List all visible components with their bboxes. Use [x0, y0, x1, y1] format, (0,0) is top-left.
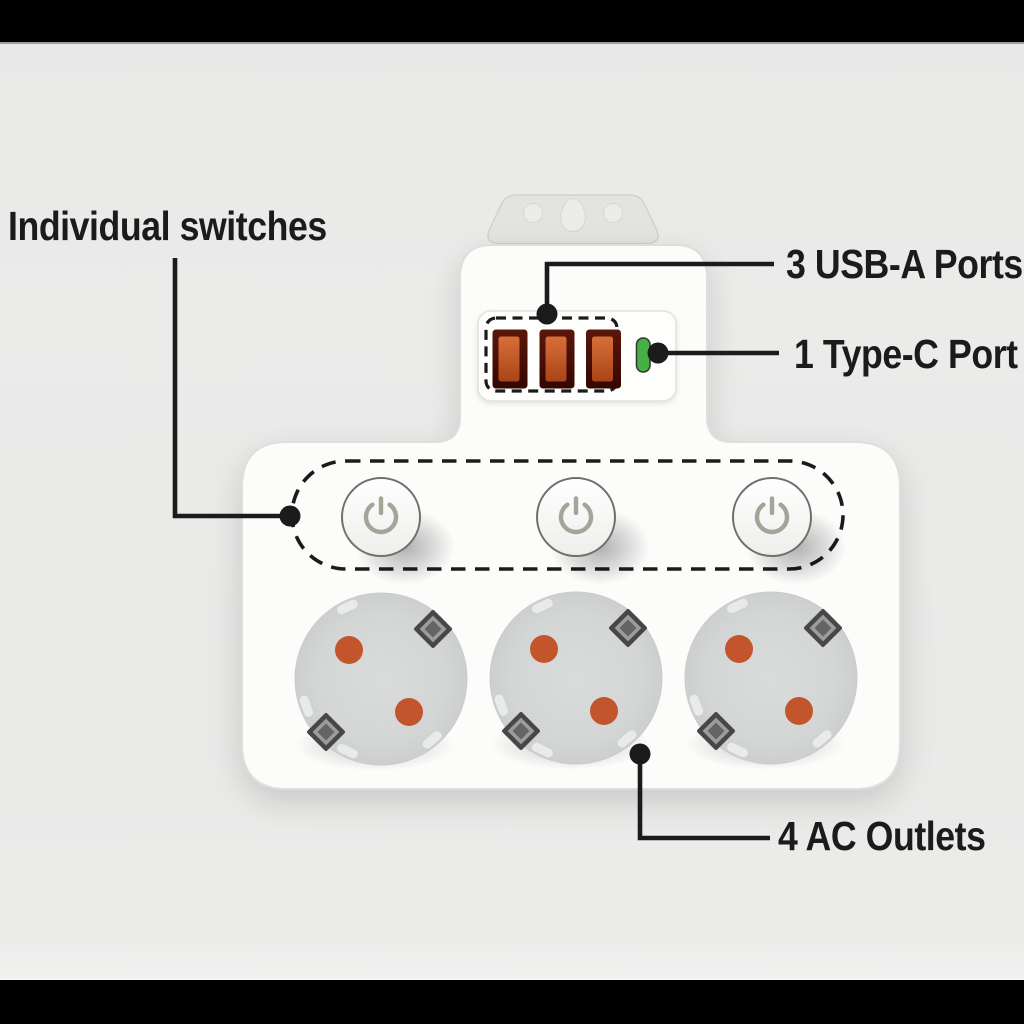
- usb-panel: [477, 310, 677, 402]
- callout-dot-switches: [279, 505, 301, 527]
- mount-hole-left: [523, 203, 543, 223]
- type-c-port-label: 1 Type-C Port: [794, 331, 1018, 377]
- letterbox-top: [0, 0, 1024, 44]
- individual-switches-label: Individual switches: [8, 203, 327, 249]
- usb-a-port-3: [586, 329, 621, 389]
- ac-outlets-label: 4 AC Outlets: [778, 813, 986, 859]
- usb-a-port-1: [492, 329, 528, 389]
- letterbox-bottom: [0, 978, 1024, 1024]
- hanging-mount-tab: [487, 194, 659, 245]
- callout-line-outlets: [637, 762, 770, 841]
- ac-outlet-2: [490, 592, 662, 770]
- usb-a-ports-label: 3 USB-A Ports: [786, 241, 1023, 287]
- callout-dot-outlets: [629, 743, 651, 765]
- usb-a-port-2: [539, 329, 575, 389]
- callout-dot-typec: [647, 342, 669, 364]
- callout-line-switches: [172, 258, 286, 519]
- ac-outlet-1: [295, 593, 467, 771]
- callout-line-usb: [544, 261, 774, 308]
- mount-keyhole: [560, 197, 586, 233]
- ac-outlet-3: [685, 592, 857, 770]
- mount-hole-right: [603, 203, 623, 223]
- callout-dot-usb: [536, 303, 558, 325]
